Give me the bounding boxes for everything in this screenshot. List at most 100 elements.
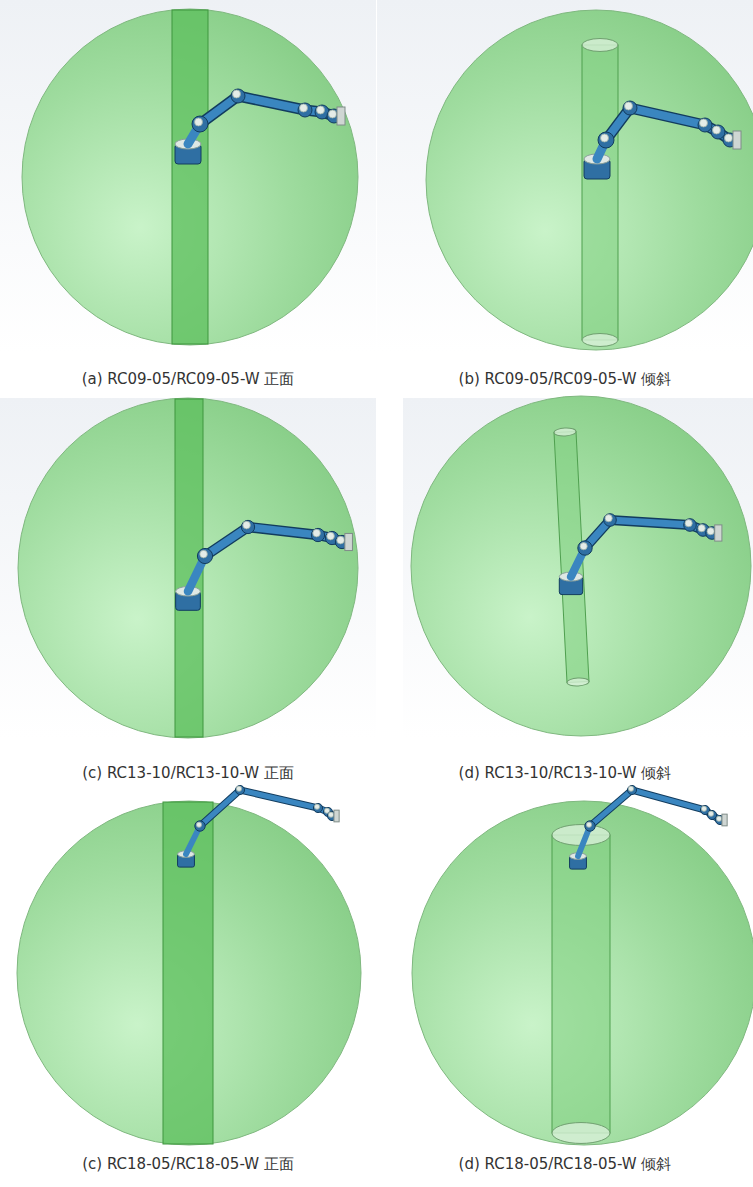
robot-arm	[178, 785, 340, 867]
joint-cap	[236, 786, 241, 791]
arm-joint	[313, 803, 322, 812]
joint-cap	[200, 550, 208, 558]
arm-joint	[298, 103, 312, 117]
arm-joint	[684, 519, 697, 532]
joint-cap	[605, 515, 612, 522]
cylinder-cap	[582, 39, 618, 52]
joint-cap	[701, 806, 706, 811]
joint-cap	[685, 520, 692, 527]
joint-cap	[713, 126, 721, 134]
figure-caption: (b) RC09-05/RC09-05-W 倾斜	[459, 370, 672, 389]
arm-outline	[590, 790, 720, 826]
arm-joint	[311, 528, 324, 541]
singular-cylinder	[163, 802, 213, 1144]
joint-cap	[698, 525, 705, 532]
arm-joint	[711, 125, 725, 139]
joint-cap	[337, 536, 345, 544]
workspace-sphere	[426, 10, 753, 350]
joint-cap	[601, 134, 609, 142]
arm-link	[590, 790, 720, 826]
cylinder-body	[582, 45, 618, 340]
arm-joint	[192, 116, 208, 132]
joint-cap	[314, 804, 319, 809]
tool-flange	[334, 810, 339, 822]
arm-joint	[623, 101, 637, 115]
arm-joint	[585, 821, 595, 831]
arm-joint	[195, 821, 205, 831]
joint-cap	[725, 134, 733, 142]
tool-flange	[337, 107, 345, 125]
joint-cap	[708, 811, 713, 816]
figure-caption: (a) RC09-05/RC09-05-W 正面	[82, 370, 295, 389]
arm-joint	[604, 514, 617, 527]
singular-cylinder	[172, 10, 208, 344]
arm-joint	[241, 520, 254, 533]
tool-flange	[715, 525, 722, 541]
figure-caption: (c) RC18-05/RC18-05-W 正面	[82, 1155, 294, 1174]
singular-cylinder	[552, 825, 610, 1144]
arm-outline	[200, 790, 332, 826]
arm-joint	[235, 785, 244, 794]
arm-joint	[231, 89, 245, 103]
figure-caption: (d) RC13-10/RC13-10-W 倾斜	[459, 764, 672, 783]
tool-flange	[733, 131, 741, 149]
joint-cap	[580, 543, 587, 550]
joint-cap	[328, 812, 333, 817]
arm-link	[200, 790, 332, 826]
panel-figure	[412, 785, 753, 1145]
cylinder-cap	[567, 677, 589, 686]
robot-arm	[584, 101, 741, 179]
arm-link	[205, 527, 342, 556]
cylinder-cap	[554, 427, 576, 436]
workspace-sphere	[22, 9, 358, 345]
joint-cap	[327, 532, 335, 540]
arm-outline	[205, 527, 342, 556]
arm-joint	[627, 785, 636, 794]
panel-figure	[403, 396, 753, 738]
cylinder-cap	[552, 1123, 610, 1144]
singular-cylinder	[554, 427, 589, 686]
joint-cap	[233, 90, 241, 98]
tool-flange	[722, 814, 727, 826]
arm-joint	[698, 118, 712, 132]
cylinder-cap	[582, 334, 618, 347]
robot-arm	[570, 785, 728, 869]
cylinder-body	[554, 431, 589, 682]
arm-joint	[707, 810, 716, 819]
panel-figure	[0, 0, 376, 352]
arm-link	[200, 96, 334, 124]
workspace-sphere	[18, 398, 358, 738]
panel-figure	[0, 398, 376, 738]
workspace-sphere	[17, 801, 361, 1145]
arm-joint	[197, 548, 212, 563]
figure-caption: (d) RC18-05/RC18-05-W 倾斜	[459, 1155, 672, 1174]
joint-cap	[329, 110, 337, 118]
joint-cap	[313, 529, 321, 537]
robot-arm	[175, 89, 345, 164]
joint-cap	[195, 118, 203, 126]
robot-arm	[559, 514, 722, 595]
joint-cap	[707, 528, 714, 535]
panel-figure	[377, 0, 753, 352]
tool-flange	[345, 533, 353, 550]
arm-joint	[598, 132, 614, 148]
singular-cylinder	[582, 39, 618, 347]
joint-cap	[243, 521, 251, 529]
joint-cap	[628, 786, 633, 791]
robot-arm	[176, 520, 353, 610]
cylinder-body	[552, 835, 610, 1133]
arm-joint	[578, 541, 592, 555]
joint-cap	[625, 102, 633, 110]
arm-outline	[200, 96, 334, 124]
joint-cap	[716, 816, 721, 821]
figure-caption: (c) RC13-10/RC13-10-W 正面	[82, 764, 294, 783]
render-background	[0, 0, 376, 352]
joint-cap	[586, 822, 591, 827]
joint-cap	[300, 104, 308, 112]
joint-cap	[196, 822, 201, 827]
workspace-sphere	[412, 801, 753, 1145]
joint-cap	[700, 119, 708, 127]
render-background	[0, 398, 376, 738]
workspace-sphere	[411, 396, 751, 736]
